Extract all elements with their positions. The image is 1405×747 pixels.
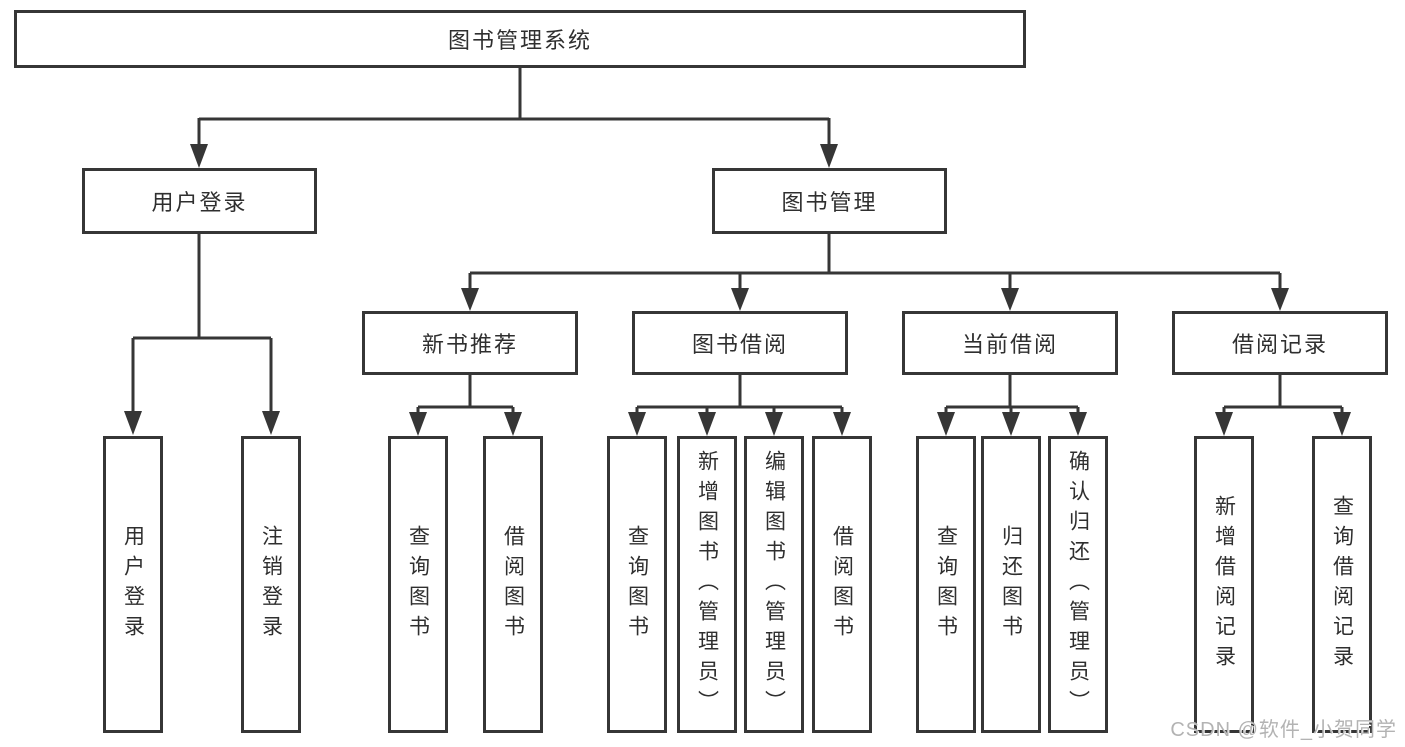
arrow-icon bbox=[628, 412, 646, 436]
leaf-cb-query-books: 查询图书 bbox=[916, 436, 976, 733]
arrow-icon bbox=[765, 412, 783, 436]
arrow-icon bbox=[461, 288, 479, 311]
node-book-management: 图书管理 bbox=[712, 168, 947, 234]
arrow-icon bbox=[820, 144, 838, 168]
arrow-icon bbox=[190, 144, 208, 168]
leaf-br-query-record: 查询借阅记录 bbox=[1312, 436, 1372, 733]
arrow-icon bbox=[698, 412, 716, 436]
leaf-nb-borrow-books: 借阅图书 bbox=[483, 436, 543, 733]
node-book-borrowing: 图书借阅 bbox=[632, 311, 848, 375]
connector-new-books bbox=[416, 375, 515, 414]
leaf-bb-borrow-books: 借阅图书 bbox=[812, 436, 872, 733]
arrow-icon bbox=[1333, 412, 1351, 436]
arrow-icon bbox=[833, 412, 851, 436]
connector-borrow-records bbox=[1222, 375, 1344, 414]
connector-book-mgmt bbox=[468, 234, 1282, 290]
arrow-icon bbox=[124, 411, 142, 435]
arrow-icon bbox=[1001, 288, 1019, 311]
connector-root bbox=[197, 68, 831, 146]
arrow-icon bbox=[262, 411, 280, 435]
connector-current-borrow bbox=[944, 375, 1080, 414]
node-new-book-recommend: 新书推荐 bbox=[362, 311, 578, 375]
arrow-icon bbox=[937, 412, 955, 436]
node-current-borrowing: 当前借阅 bbox=[902, 311, 1118, 375]
arrowheads bbox=[124, 144, 1351, 436]
leaf-cb-return-books: 归还图书 bbox=[981, 436, 1041, 733]
arrow-icon bbox=[1271, 288, 1289, 311]
node-user-login: 用户登录 bbox=[82, 168, 317, 234]
leaf-nb-query-books: 查询图书 bbox=[388, 436, 448, 733]
arrow-icon bbox=[409, 412, 427, 436]
arrow-icon bbox=[1002, 412, 1020, 436]
leaf-logout: 注销登录 bbox=[241, 436, 301, 733]
arrow-icon bbox=[731, 288, 749, 311]
arrow-icon bbox=[1069, 412, 1087, 436]
node-borrowing-records: 借阅记录 bbox=[1172, 311, 1388, 375]
csdn-watermark: CSDN @软件_小贺同学 bbox=[1170, 719, 1397, 741]
leaf-user-login: 用户登录 bbox=[103, 436, 163, 733]
arrow-icon bbox=[1215, 412, 1233, 436]
arrow-icon bbox=[504, 412, 522, 436]
leaf-bb-add-books-admin: 新增图书（管理员） bbox=[677, 436, 737, 733]
connector-book-borrow bbox=[635, 375, 844, 414]
leaf-br-add-record: 新增借阅记录 bbox=[1194, 436, 1254, 733]
leaf-bb-query-books: 查询图书 bbox=[607, 436, 667, 733]
leaf-bb-edit-books-admin: 编辑图书（管理员） bbox=[744, 436, 804, 733]
leaf-cb-confirm-return-admin: 确认归还（管理员） bbox=[1048, 436, 1108, 733]
node-library-management-system: 图书管理系统 bbox=[14, 10, 1026, 68]
connector-user-login bbox=[131, 234, 273, 413]
